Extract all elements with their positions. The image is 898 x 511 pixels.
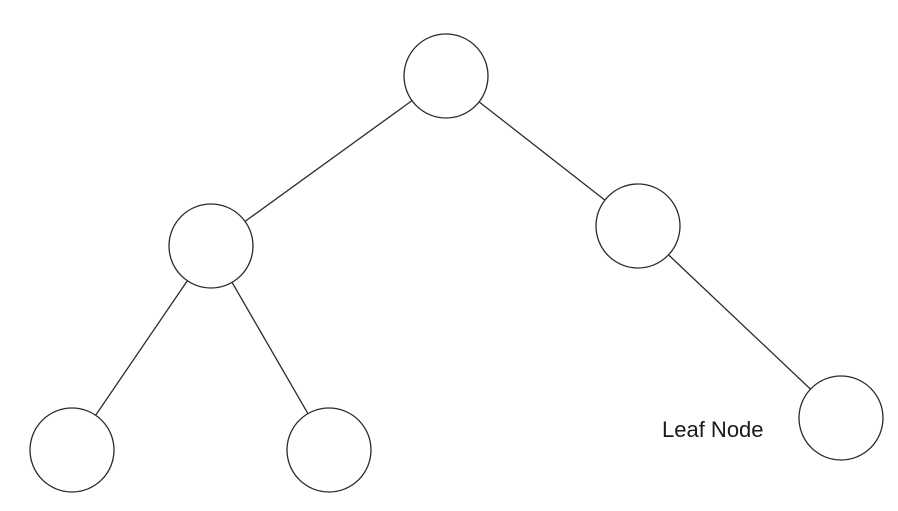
- edge-root-to-right-child: [478, 101, 606, 201]
- node-right-right-leaf: [798, 375, 884, 461]
- edge-left-child-to-left-right-leaf: [231, 282, 309, 414]
- nodes-layer: [29, 33, 884, 493]
- node-left-right-leaf: [286, 407, 372, 493]
- edges-layer: [95, 100, 811, 416]
- labels-layer: Leaf Node: [662, 417, 764, 442]
- node-right-child: [595, 183, 681, 269]
- node-left-child: [168, 203, 254, 289]
- node-left-left-leaf: [29, 407, 115, 493]
- leaf-node-label: Leaf Node: [662, 417, 764, 442]
- edge-right-child-to-right-right-leaf: [668, 254, 811, 390]
- edge-left-child-to-left-left-leaf: [95, 280, 188, 416]
- edge-root-to-left-child: [244, 100, 413, 222]
- node-root: [403, 33, 489, 119]
